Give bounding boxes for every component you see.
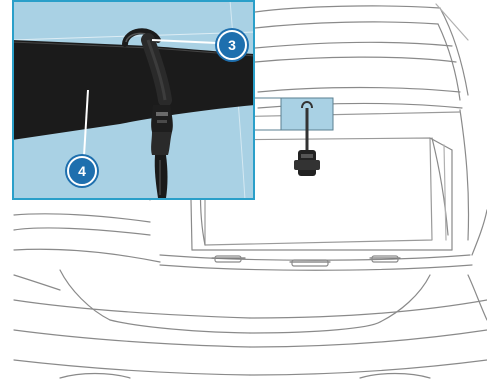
callout-4-marker: 4 <box>67 156 97 186</box>
callout-3-marker: 3 <box>217 30 247 60</box>
detail-inset <box>12 0 255 200</box>
hook-device-small <box>294 150 320 176</box>
